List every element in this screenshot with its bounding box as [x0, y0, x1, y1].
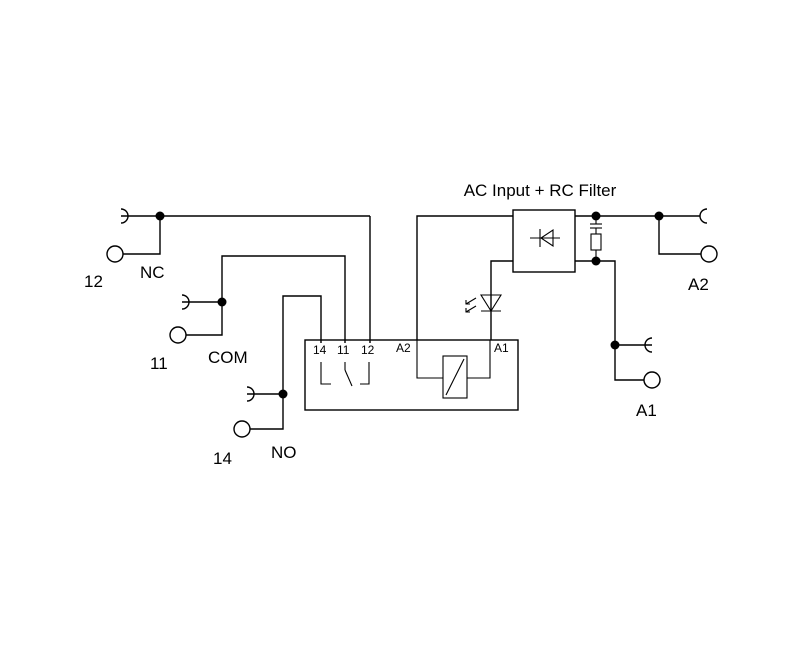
a1-terminal	[643, 371, 661, 389]
contact-label-12: 12	[361, 343, 375, 357]
no-name-label: NO	[271, 443, 297, 462]
com-terminal-group: 11 COM	[150, 255, 346, 373]
relay-coil-icon	[416, 340, 491, 399]
rectifier-diode-icon	[530, 228, 560, 248]
nc-number-label: 12	[84, 272, 103, 291]
no-terminal-group: 14 NO	[213, 295, 322, 468]
nc-terminal-group: 12 NC	[84, 208, 371, 343]
contact-label-14: 14	[313, 343, 327, 357]
nc-name-label: NC	[140, 263, 165, 282]
com-number-label: 11	[150, 354, 168, 373]
coil-label-a2: A2	[396, 341, 411, 355]
a2-label: A2	[688, 275, 709, 294]
relay-contact-icon	[320, 362, 370, 387]
com-name-label: COM	[208, 348, 248, 367]
a2-terminal-group: A2	[658, 208, 718, 294]
a1-label: A1	[636, 401, 657, 420]
contact-label-11: 11	[337, 343, 350, 357]
rc-filter-icon	[590, 216, 602, 261]
coil-label-a1: A1	[494, 341, 509, 355]
rectifier-module	[416, 209, 700, 345]
com-terminal	[169, 326, 187, 344]
no-number-label: 14	[213, 449, 232, 468]
a2-terminal	[700, 245, 718, 263]
nc-terminal	[106, 245, 124, 263]
diagram-title: AC Input + RC Filter	[464, 181, 617, 200]
relay-box: 14 11 12 A2 A1	[304, 339, 519, 411]
a2-socket-icon	[699, 208, 708, 224]
a1-terminal-group: A1	[610, 337, 661, 420]
no-terminal	[233, 420, 251, 438]
led-indicator-icon	[465, 260, 513, 340]
